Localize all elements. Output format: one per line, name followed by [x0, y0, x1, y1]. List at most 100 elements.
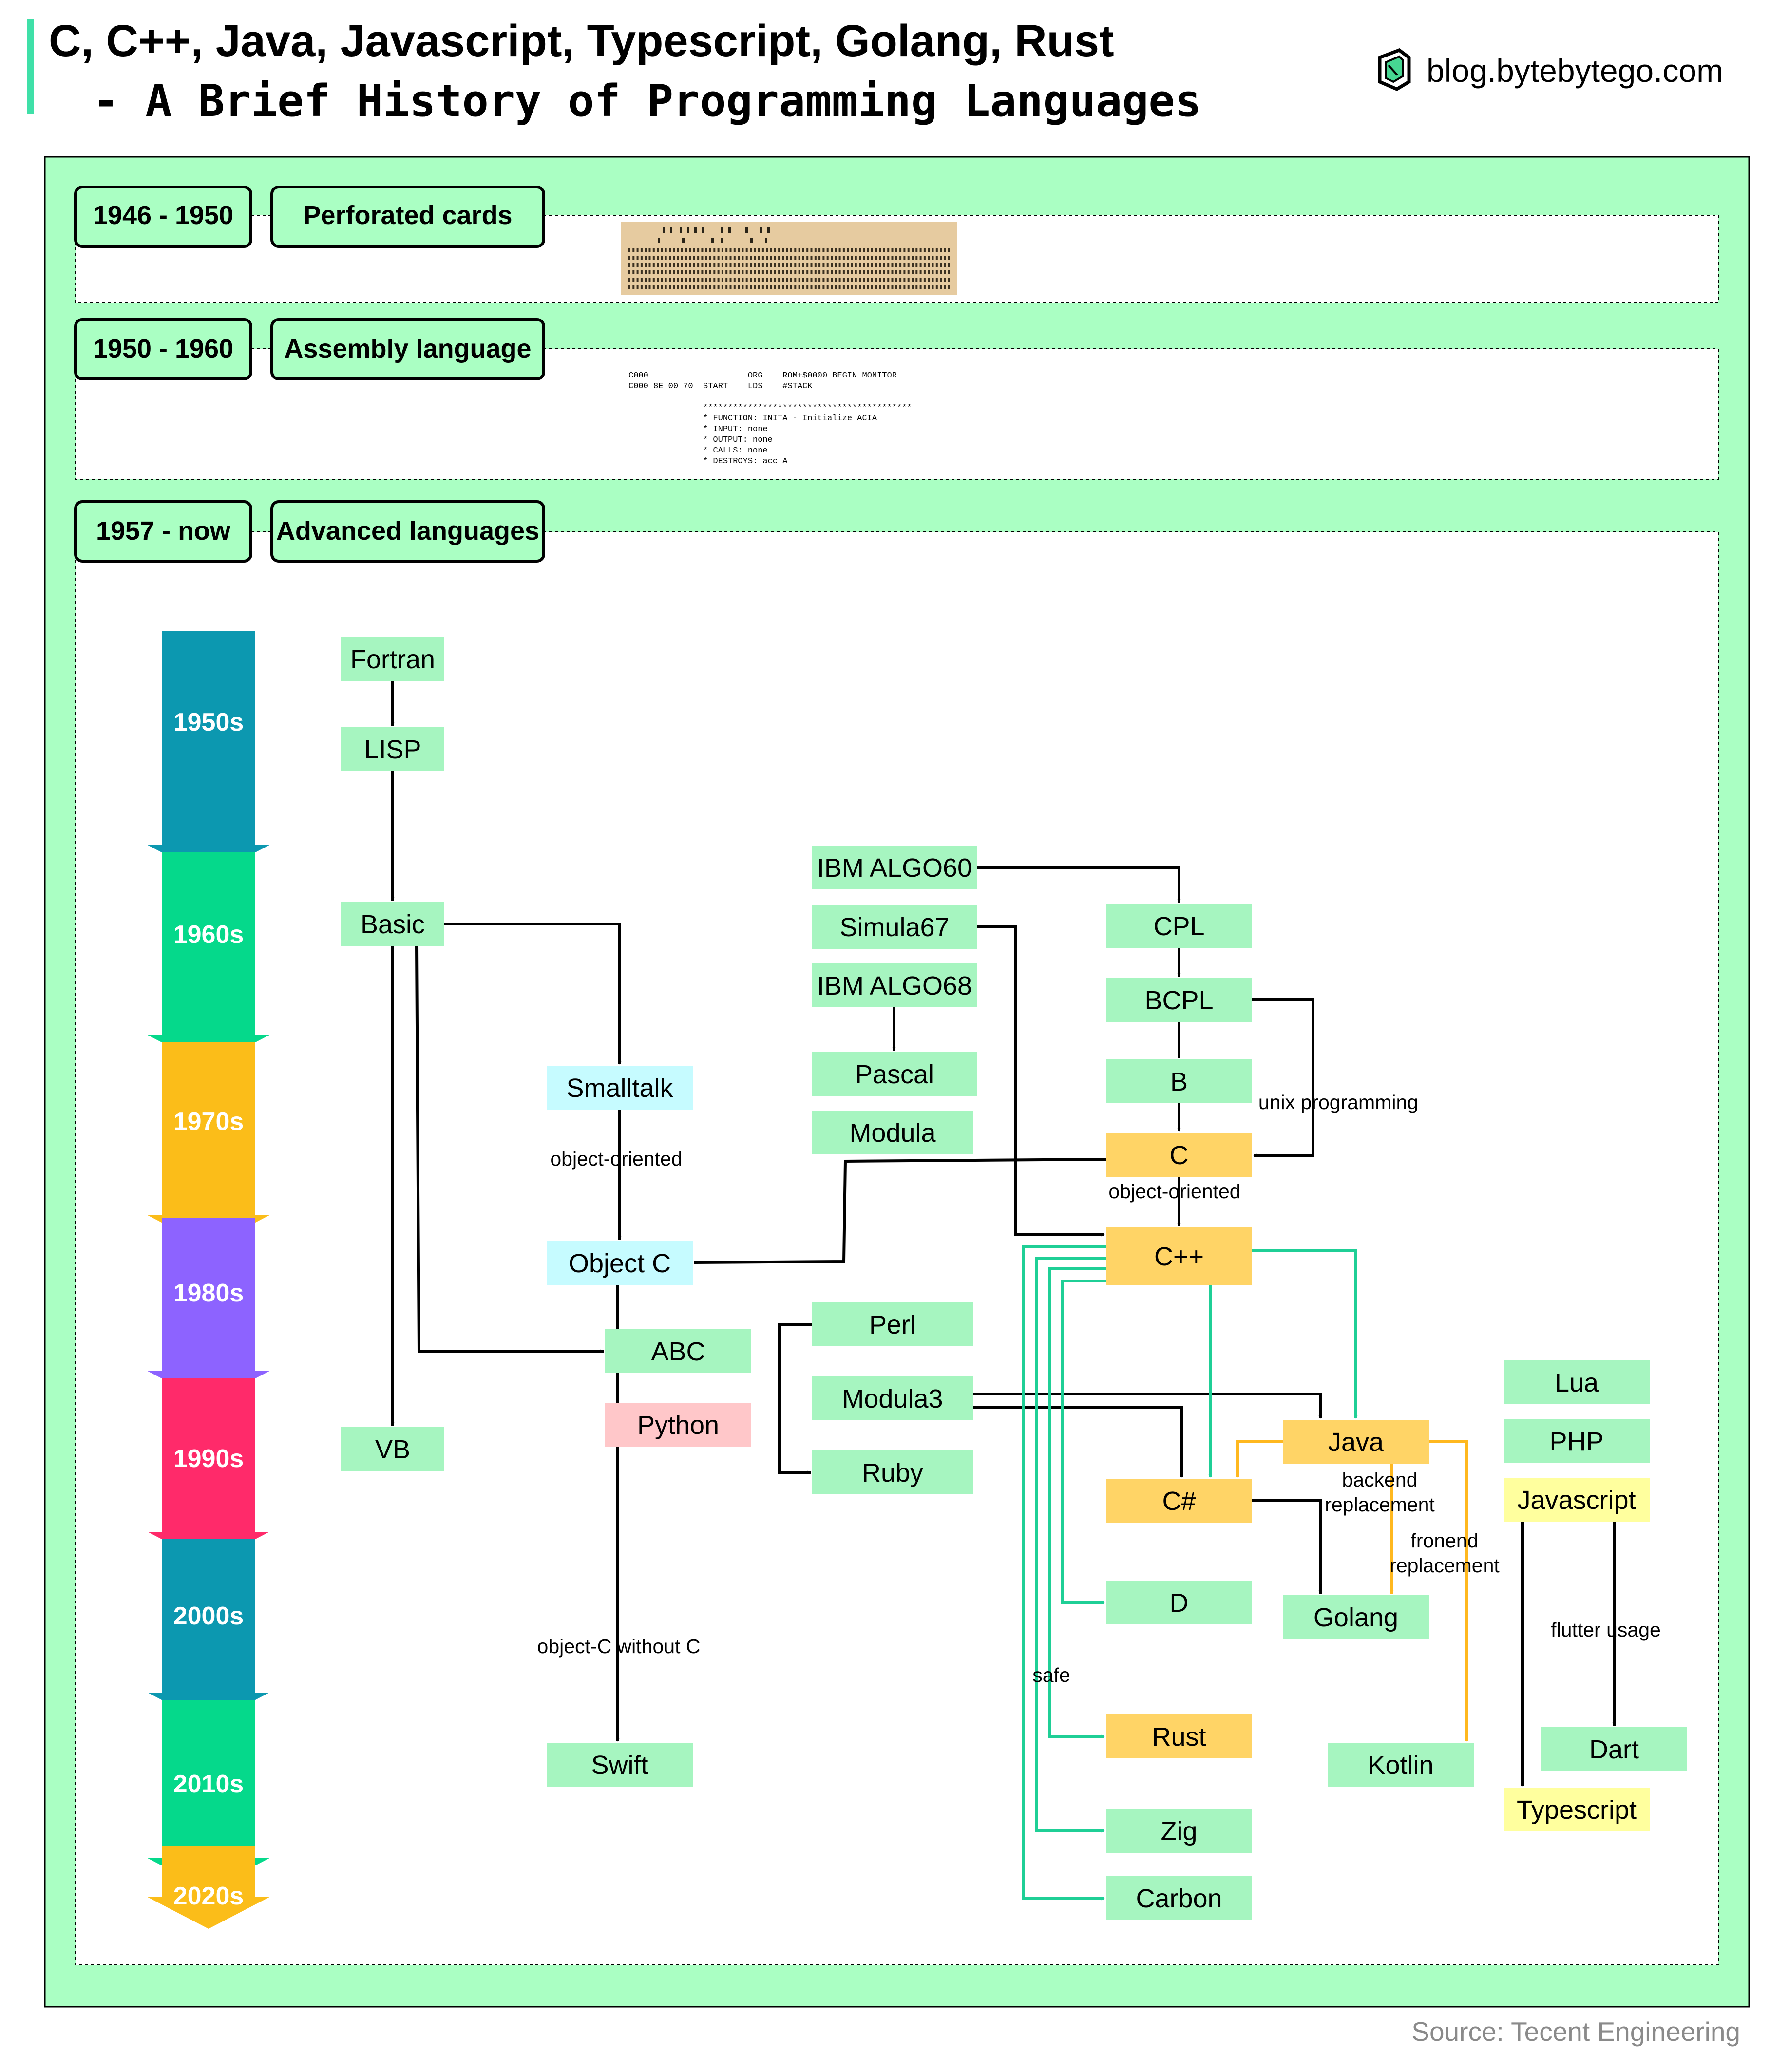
node-objectc: Object C: [547, 1241, 693, 1285]
decade-label: 2000s: [173, 1602, 244, 1630]
node-label-lua: Lua: [1555, 1368, 1599, 1397]
node-label-cpp: C++: [1154, 1242, 1204, 1271]
node-dart: Dart: [1541, 1727, 1687, 1771]
node-javascript: Javascript: [1504, 1478, 1650, 1522]
bytebytego-logo-icon: [1378, 48, 1411, 91]
node-label-c: C: [1170, 1141, 1189, 1170]
node-label-csharp: C#: [1162, 1487, 1196, 1516]
node-modula: Modula: [812, 1111, 973, 1154]
node-algo60: IBM ALGO60: [812, 846, 977, 889]
assembly-line: * DESTROYS: acc A: [628, 457, 788, 466]
assembly-line: * FUNCTION: INITA - Initialize ACIA: [628, 414, 877, 423]
edge-label-frontend-line1: fronend: [1410, 1529, 1478, 1552]
decade-arrow-segment: [148, 1846, 269, 1929]
node-label-pascal: Pascal: [855, 1060, 934, 1089]
node-label-bcpl: BCPL: [1144, 986, 1213, 1015]
period-badge-1957: [74, 500, 252, 563]
decade-arrow-segment: [148, 631, 269, 877]
node-abc: ABC: [605, 1329, 751, 1373]
node-label-fortran: Fortran: [350, 645, 435, 674]
node-label-cpl: CPL: [1153, 912, 1204, 941]
edges-layer: [391, 681, 1616, 1901]
period-badge-1950: [74, 318, 252, 380]
node-swift: Swift: [547, 1743, 693, 1787]
node-basic: Basic: [341, 902, 444, 946]
section-label-perforated: Perforated cards: [303, 201, 512, 230]
node-label-lisp: LISP: [364, 735, 421, 764]
assembly-line: ****************************************…: [628, 403, 912, 413]
decade-label: 1970s: [173, 1108, 244, 1136]
edge-simula67-cpp: [977, 925, 1105, 1237]
decade-label: 2010s: [173, 1770, 244, 1798]
decade-arrow-segment: [148, 1700, 269, 1890]
section-badge-assembly: [270, 318, 545, 380]
node-golang: Golang: [1283, 1595, 1429, 1639]
node-kotlin: Kotlin: [1328, 1743, 1474, 1787]
node-cpp: C++: [1106, 1227, 1252, 1285]
edge-modula3-csharp: [973, 1406, 1183, 1478]
period-label-1950: 1950 - 1960: [93, 334, 233, 363]
node-typescript: Typescript: [1504, 1788, 1650, 1831]
node-label-javascript: Javascript: [1517, 1486, 1636, 1515]
edge-label-backend-line2: replacement: [1325, 1493, 1435, 1516]
edge-algo60-cpl: [977, 866, 1181, 903]
node-label-d: D: [1170, 1588, 1189, 1618]
node-label-basic: Basic: [361, 910, 425, 939]
edge-cpp-java: [1252, 1249, 1358, 1419]
edge-label-unix-programming: unix programming: [1258, 1091, 1418, 1113]
node-rust: Rust: [1106, 1714, 1252, 1758]
edge-label-object-oriented-c: object-oriented: [1108, 1180, 1240, 1203]
assembly-line: C000 ORG ROM+$0000 BEGIN MONITOR: [628, 371, 897, 380]
assembly-line: C000 8E 00 70 START LDS #STACK: [628, 382, 813, 391]
edge-label-safe: safe: [1032, 1664, 1070, 1686]
edge-modula3-java: [973, 1393, 1322, 1419]
node-label-dart: Dart: [1589, 1735, 1639, 1764]
edge-c-objectc: [694, 1158, 1106, 1264]
assembly-line: * CALLS: none: [628, 446, 768, 455]
edge-basic-smalltalk: [444, 923, 622, 1065]
node-algo68: IBM ALGO68: [812, 963, 977, 1007]
edge-basic-abc: [415, 945, 604, 1353]
edge-bcpl-c-unix: [1252, 998, 1314, 1157]
node-label-modula: Modula: [849, 1118, 936, 1148]
node-fortran: Fortran: [341, 637, 444, 681]
node-cpl: CPL: [1106, 904, 1252, 948]
node-zig: Zig: [1106, 1809, 1252, 1853]
title-line-1: C, C++, Java, Javascript, Typescript, Go…: [49, 16, 1114, 66]
node-carbon: Carbon: [1106, 1876, 1252, 1920]
node-b: B: [1106, 1059, 1252, 1103]
node-lua: Lua: [1504, 1360, 1650, 1404]
node-label-golang: Golang: [1313, 1603, 1398, 1632]
node-label-swift: Swift: [591, 1751, 648, 1780]
decade-label: 1960s: [173, 921, 244, 949]
node-label-algo60: IBM ALGO60: [817, 853, 972, 883]
edge-perl-ruby: [778, 1323, 812, 1474]
edge-label-object-oriented-smalltalk: object-oriented: [550, 1148, 682, 1170]
node-d: D: [1106, 1581, 1252, 1624]
edge-cpp-d: [1061, 1280, 1106, 1604]
source-credit: Source: Tecent Engineering: [1411, 2016, 1740, 2047]
period-label-1957: 1957 - now: [96, 516, 231, 546]
node-java: Java: [1283, 1420, 1429, 1464]
node-label-modula3: Modula3: [842, 1384, 943, 1413]
section-label-assembly: Assembly language: [284, 334, 531, 363]
node-ruby: Ruby: [812, 1450, 973, 1494]
decade-arrow-segment: [148, 1539, 269, 1724]
assembly-line: * INPUT: none: [628, 425, 768, 434]
node-label-rust: Rust: [1152, 1722, 1206, 1752]
decade-label: 1980s: [173, 1279, 244, 1307]
edge-java-kotlin: [1429, 1440, 1468, 1742]
edge-cpp-carbon: [1022, 1245, 1106, 1901]
node-simula67: Simula67: [812, 905, 977, 949]
period-label-1946: 1946 - 1950: [93, 201, 233, 230]
node-vb: VB: [341, 1427, 444, 1471]
edge-label-backend-line1: backend: [1342, 1469, 1417, 1491]
node-perl: Perl: [812, 1302, 973, 1346]
edge-label-objc-without-c: object-C without C: [537, 1635, 701, 1658]
node-smalltalk: Smalltalk: [547, 1066, 693, 1110]
title-accent-bar: [27, 19, 34, 114]
node-pascal: Pascal: [812, 1052, 977, 1096]
node-label-algo68: IBM ALGO68: [817, 971, 972, 1000]
brand-url[interactable]: blog.bytebytego.com: [1427, 53, 1723, 89]
